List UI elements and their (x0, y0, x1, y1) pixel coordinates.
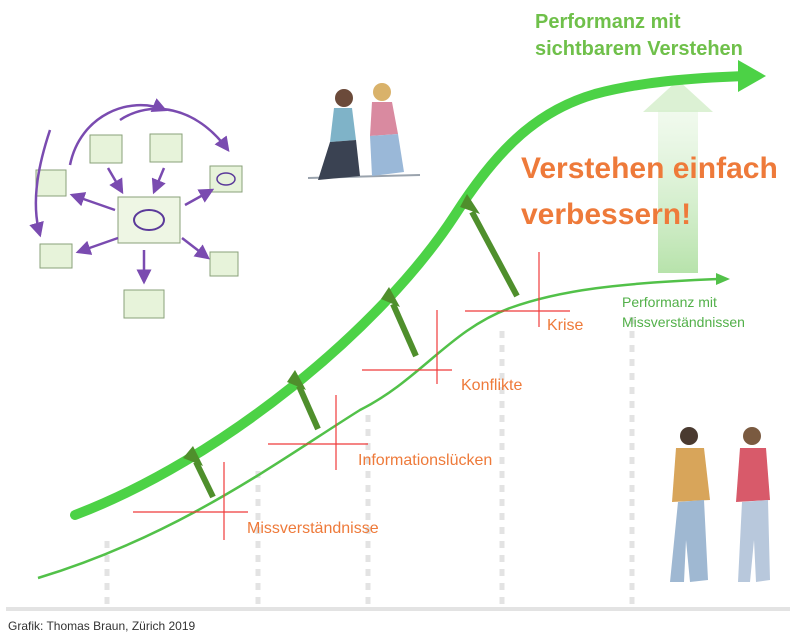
sketch-board (209, 251, 239, 277)
sketch-board (209, 165, 243, 193)
sketch-head (743, 427, 761, 445)
stage-label-krise: Krise (547, 317, 584, 334)
stage-cross-missverstaendnisse (133, 462, 248, 540)
lower-curve (37, 277, 719, 580)
stage-cross-konflikte (362, 310, 452, 384)
sketch-arrow (68, 98, 168, 166)
baseline-grid (6, 310, 790, 611)
sketch-body (370, 102, 398, 136)
sketch-arrow (181, 237, 210, 260)
upper-curve-title-line1: Performanz mit (535, 11, 681, 33)
sketch-body (736, 448, 770, 502)
sketch-board (89, 134, 123, 164)
stage-markers (133, 252, 570, 540)
sketch-arrow (106, 167, 124, 195)
improvement-arrow-head (183, 446, 203, 466)
improvement-arrow (193, 460, 216, 499)
sketch-body (330, 108, 356, 142)
sketch-loop (216, 172, 236, 186)
improvement-arrows (183, 194, 520, 499)
seated-couple-sketch (307, 83, 421, 180)
improvement-arrow-head (460, 194, 480, 214)
sketch-board (149, 133, 183, 163)
upper-curve-title-line2: sichtbarem Verstehen (535, 38, 743, 60)
improvement-arrow-head (381, 287, 400, 307)
sketch-arrow (119, 107, 230, 153)
improvement-arrow (390, 302, 419, 358)
improvement-arrow-head (287, 370, 306, 390)
stage-label-konflikte: Konflikte (461, 377, 523, 394)
headline-line2: verbessern! (521, 198, 692, 231)
improvement-arrow (296, 384, 321, 431)
sketch-arrow (29, 129, 52, 238)
lower-curve-label: Performanz mit Missverständnissen (622, 292, 745, 332)
sketch-head (335, 89, 353, 107)
stage-cross-informationsluecken (268, 395, 368, 470)
big-up-arrow (643, 80, 713, 273)
sketch-body (672, 448, 710, 502)
headline-line1: Verstehen einfach (521, 152, 778, 185)
sketch-loop (133, 209, 165, 231)
sketch-arrow (151, 167, 166, 195)
lower-curve-arrowhead (716, 273, 730, 285)
sketch-legs (370, 134, 404, 176)
sketch-board (123, 289, 165, 319)
stage-label-informationsluecken: Informationslücken (358, 452, 493, 469)
sketch-head (373, 83, 391, 101)
big-up-arrow-shaft (658, 110, 698, 273)
sketch-arrow (69, 192, 116, 212)
stage-cross-krise (465, 252, 570, 327)
sketch-board-center (117, 196, 181, 244)
credit-line: Grafik: Thomas Braun, Zürich 2019 (8, 619, 196, 633)
headline: Verstehen einfach verbessern! (521, 146, 778, 238)
sketch-arrow (75, 236, 119, 255)
improvement-arrow (469, 210, 520, 298)
sketch-board (35, 169, 67, 197)
upper-curve-title: Performanz mit sichtbarem Verstehen (535, 9, 743, 63)
sketch-arrow (184, 188, 215, 207)
sketch-board (39, 243, 73, 269)
lower-curve-label-line2: Missverständnissen (622, 314, 745, 330)
stage-label-missverstaendnisse: Missverständnisse (247, 520, 379, 537)
standing-pair-sketch (670, 427, 770, 582)
sketch-legs (670, 500, 708, 582)
upper-curve (70, 71, 750, 520)
sketch-head (680, 427, 698, 445)
sketch-legs (738, 500, 770, 582)
big-up-arrow-head (643, 80, 713, 112)
upper-curve-arrowhead (738, 60, 766, 92)
lower-curve-label-line1: Performanz mit (622, 294, 717, 310)
sketch-legs (318, 140, 360, 180)
process-map-sketch (29, 98, 243, 319)
